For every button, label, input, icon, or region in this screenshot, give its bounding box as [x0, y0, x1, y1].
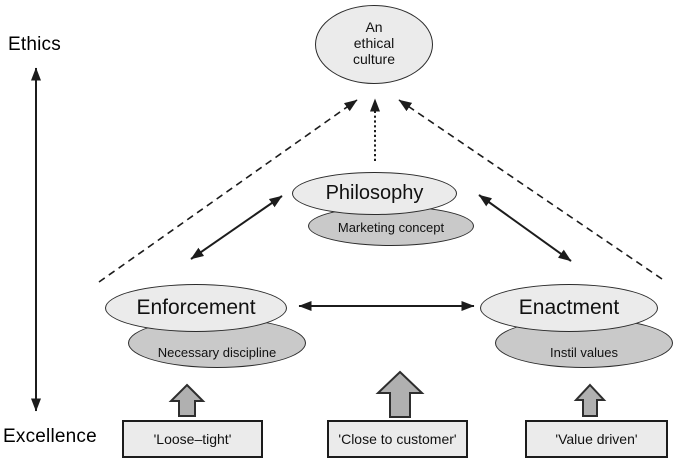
- dashed-arrow-enactment-to-culture: [398, 99, 663, 280]
- node-marketing-concept: Marketing concept: [308, 206, 474, 246]
- block-arrow-loose-tight-up: [168, 383, 206, 417]
- box-value-driven: 'Value driven': [525, 420, 668, 458]
- axis-label-ethics: Ethics: [8, 34, 61, 55]
- node-ethical-culture: An ethical culture: [315, 5, 433, 84]
- block-arrow-close-to-customer-up: [375, 370, 425, 418]
- box-loose-tight: 'Loose–tight': [122, 420, 263, 458]
- node-enforcement: Enforcement: [105, 284, 287, 332]
- node-philosophy: Philosophy: [292, 172, 457, 215]
- node-enactment: Enactment: [480, 284, 658, 332]
- dashed-arrow-enforcement-to-culture: [98, 99, 358, 283]
- double-arrow-enforcement-philosophy: [190, 195, 283, 260]
- box-close-to-customer: 'Close to customer': [327, 420, 468, 458]
- block-arrow-value-driven-up: [573, 383, 607, 417]
- axis-label-excellence: Excellence: [3, 426, 97, 447]
- double-arrow-philosophy-enactment: [478, 194, 572, 262]
